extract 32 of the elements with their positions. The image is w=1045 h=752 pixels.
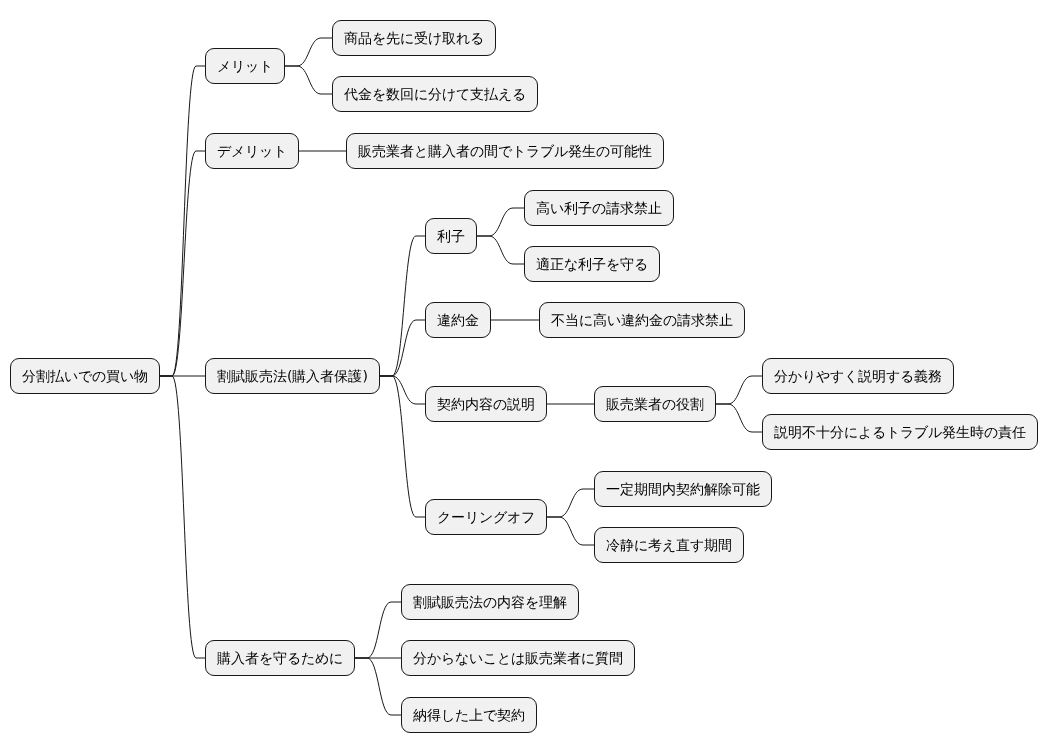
connector-line bbox=[354, 657, 402, 716]
connector-line bbox=[546, 403, 595, 405]
topic-box: 割賦販売法の内容を理解 bbox=[401, 584, 579, 620]
topic-box: 利子 bbox=[425, 218, 477, 254]
connector-line bbox=[379, 375, 426, 518]
connector-line bbox=[546, 516, 595, 546]
topic-box: 適正な利子を守る bbox=[524, 246, 660, 282]
topic-box: 説明不十分によるトラブル発生時の責任 bbox=[762, 414, 1038, 450]
topic-box: クーリングオフ bbox=[425, 499, 547, 535]
topic-box: 割賦販売法(購入者保護) bbox=[205, 358, 380, 394]
topic-box: 販売業者と購入者の間でトラブル発生の可能性 bbox=[346, 133, 664, 169]
connector-line bbox=[715, 403, 763, 433]
topic-box: メリット bbox=[205, 48, 285, 84]
connector-line bbox=[298, 150, 347, 152]
topic-box: 不当に高い違約金の請求禁止 bbox=[539, 302, 745, 338]
topic-box: 納得した上で契約 bbox=[401, 697, 537, 733]
topic-box: 購入者を守るために bbox=[205, 640, 355, 676]
topic-box: 分からないことは販売業者に質問 bbox=[401, 640, 635, 676]
connector-line bbox=[284, 65, 333, 95]
topic-box: デメリット bbox=[205, 133, 299, 169]
connector-line bbox=[476, 235, 525, 265]
root-topic-box: 分割払いでの買い物 bbox=[10, 358, 160, 394]
topic-box: 違約金 bbox=[425, 302, 491, 338]
topic-box: 商品を先に受け取れる bbox=[332, 20, 496, 56]
topic-box: 代金を数回に分けて支払える bbox=[332, 76, 538, 112]
topic-box: 高い利子の請求禁止 bbox=[524, 190, 674, 226]
topic-box: 一定期間内契約解除可能 bbox=[594, 471, 772, 507]
topic-box: 冷静に考え直す期間 bbox=[594, 527, 744, 563]
topic-box: 分かりやすく説明する義務 bbox=[762, 358, 954, 394]
topic-box: 販売業者の役割 bbox=[594, 386, 716, 422]
connector-line bbox=[490, 319, 540, 321]
topic-box: 契約内容の説明 bbox=[425, 386, 547, 422]
